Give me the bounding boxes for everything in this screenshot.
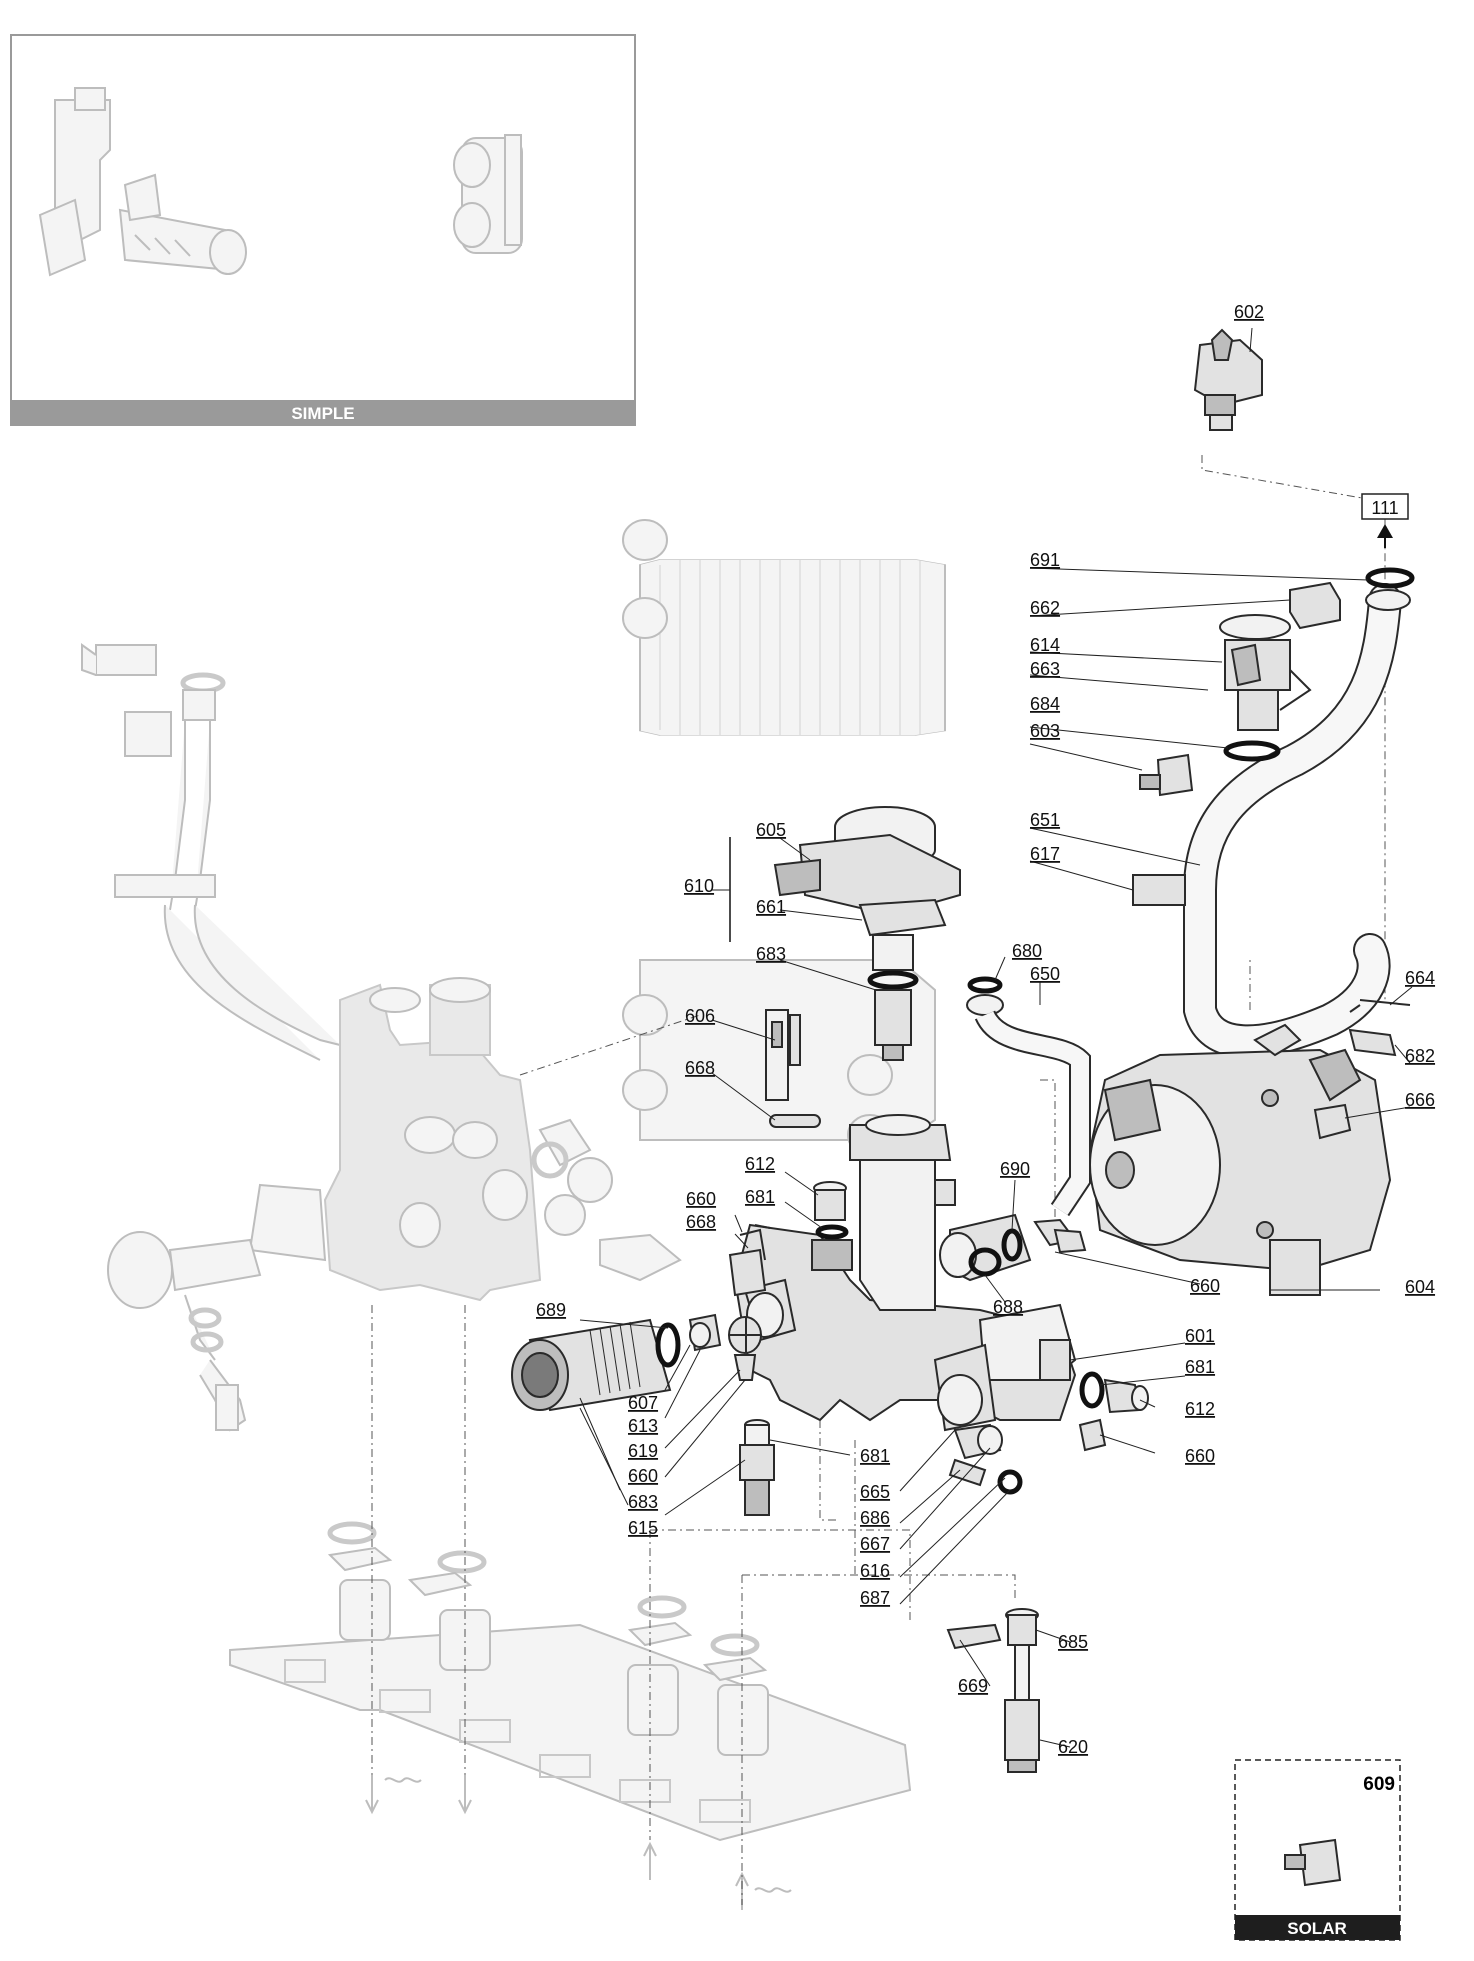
callout-665: 665: [860, 1482, 890, 1502]
clip-660-668-top: [739, 1224, 771, 1261]
simple-connector-drawing: [453, 134, 523, 254]
connector-665-687: [948, 1423, 1023, 1495]
callout-612-right: 612: [1185, 1399, 1215, 1419]
callout-667: 667: [860, 1534, 890, 1554]
callout-650: 650: [1030, 964, 1060, 984]
callout-601: 601: [1185, 1326, 1215, 1346]
callout-607: 607: [628, 1393, 658, 1413]
callout-682: 682: [1405, 1046, 1435, 1066]
callout-684: 684: [1030, 694, 1060, 714]
callout-663: 663: [1030, 659, 1060, 679]
callout-683-top: 683: [756, 944, 786, 964]
pump-604: [1088, 1023, 1392, 1296]
valve-cartridge-683: [867, 934, 919, 1061]
motor-605: [773, 806, 961, 937]
callout-604: 604: [1405, 1277, 1435, 1297]
check-valve-612-top: [813, 1181, 849, 1240]
callout-687: 687: [860, 1588, 890, 1608]
callout-610: 610: [684, 876, 714, 896]
callout-685: 685: [1058, 1632, 1088, 1652]
clip-660-right: [1033, 1218, 1087, 1254]
callout-620: 620: [1058, 1737, 1088, 1757]
sensor-606: [765, 1009, 801, 1101]
pipe-650: [966, 994, 1091, 1217]
callout-619: 619: [628, 1441, 658, 1461]
callout-680: 680: [1012, 941, 1042, 961]
assembly-axes: [371, 455, 1386, 1905]
clip-662: [1289, 581, 1341, 630]
callout-662: 662: [1030, 598, 1060, 618]
callout-616: 616: [860, 1561, 890, 1581]
pin-664: [1349, 999, 1411, 1013]
solar-part-number: 609: [1363, 1774, 1395, 1795]
callout-660-top: 660: [686, 1189, 716, 1209]
callout-660-left: 660: [628, 1466, 658, 1486]
seal-ring-688: [968, 1247, 1002, 1277]
callout-668-top: 668: [685, 1058, 715, 1078]
callout-690: 690: [1000, 1159, 1030, 1179]
check-valve-612-right: [1079, 1371, 1149, 1414]
callout-612-top: 612: [745, 1154, 775, 1174]
callout-681-top: 681: [745, 1187, 775, 1207]
reference-label: 111: [1371, 498, 1398, 518]
callout-606: 606: [685, 1006, 715, 1026]
callout-labels: 602 691 662 614 663 684 603 651 617 605 …: [536, 302, 1435, 1757]
clip-682: [1348, 1028, 1397, 1057]
leader-lines: [579, 327, 1413, 1748]
callout-613: 613: [628, 1416, 658, 1436]
callout-660-right: 660: [1190, 1276, 1220, 1296]
flow-arrows: [365, 1775, 792, 1910]
callout-617: 617: [1030, 844, 1060, 864]
simple-hydraulic-block-drawing: [38, 87, 247, 277]
callout-686: 686: [860, 1508, 890, 1528]
ghost-assembly: [81, 643, 936, 1910]
callout-666: 666: [1405, 1090, 1435, 1110]
callout-651: 651: [1030, 810, 1060, 830]
callout-602: 602: [1234, 302, 1264, 322]
seal-ring-680: [967, 976, 1003, 994]
reference-box-111: 111: [1361, 493, 1409, 548]
callout-691: 691: [1030, 550, 1060, 570]
callout-615: 615: [628, 1518, 658, 1538]
callout-664: 664: [1405, 968, 1435, 988]
filter-689: [511, 1318, 681, 1412]
drain-valve-620: [1004, 1608, 1040, 1773]
callout-614: 614: [1030, 635, 1060, 655]
valve-614: [1219, 614, 1312, 731]
clip-617: [1132, 874, 1186, 906]
callout-683-bottom: 683: [628, 1492, 658, 1512]
sensor-602: [1193, 328, 1263, 431]
seal-ring-691: [1365, 567, 1415, 589]
clip-669: [946, 1623, 1002, 1650]
clip-690: [1001, 1228, 1023, 1262]
exchanger-plates-drawn: [622, 519, 946, 736]
simple-variant-label: SIMPLE: [291, 404, 354, 423]
insert-615: [739, 1419, 775, 1516]
sensor-603: [1139, 753, 1194, 797]
callout-661: 661: [756, 897, 786, 917]
callout-681-bottom: 681: [860, 1446, 890, 1466]
clip-660-lower: [1078, 1418, 1107, 1452]
callout-605: 605: [756, 820, 786, 840]
callout-668-mid: 668: [686, 1212, 716, 1232]
ghost-fittings: [327, 1521, 769, 1756]
clip-668: [769, 1114, 821, 1128]
callout-669: 669: [958, 1676, 988, 1696]
pipe-651: [1183, 583, 1411, 1059]
callout-660-lower: 660: [1185, 1446, 1215, 1466]
simple-variant-panel: SIMPLE: [10, 34, 636, 426]
callout-681-right: 681: [1185, 1357, 1215, 1377]
callout-603: 603: [1030, 721, 1060, 741]
clip-666: [1313, 1103, 1352, 1140]
callout-688: 688: [993, 1297, 1023, 1317]
seal-ring-684: [1223, 740, 1281, 762]
valve-parts-607-613-619: [688, 1313, 762, 1381]
callout-689: 689: [536, 1300, 566, 1320]
solar-variant-panel: SOLAR 609: [1234, 1759, 1401, 1941]
solar-variant-label: SOLAR: [1287, 1919, 1347, 1938]
